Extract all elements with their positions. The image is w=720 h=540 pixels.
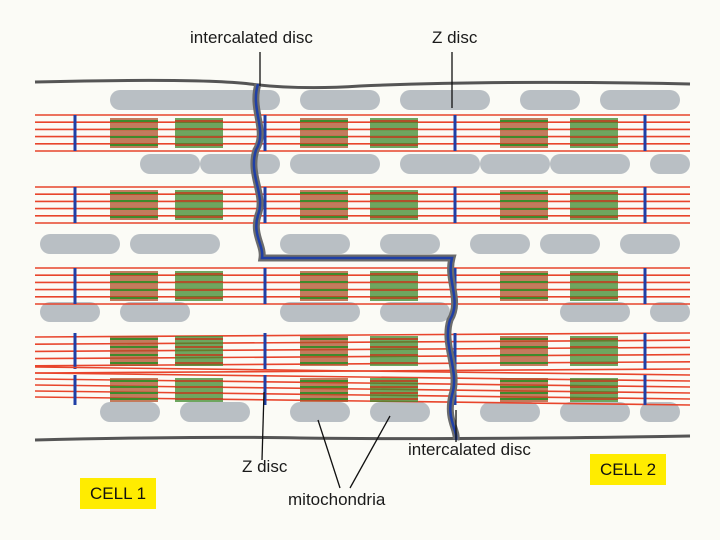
myosin-band [300,118,348,148]
label-cell-1: CELL 1 [80,478,156,509]
mitochondrion [100,402,160,422]
mitochondrion [280,234,350,254]
mitochondrion [300,90,380,110]
myosin-band [500,118,548,148]
mitochondrion [130,234,220,254]
myosin-band [570,271,618,301]
mitochondrion [600,90,680,110]
mitochondrion [290,154,380,174]
mitochondrion [560,402,630,422]
mitochondrion [480,402,540,422]
leader-mitochondria-left [318,420,340,488]
myofibril [35,333,690,373]
myosin-band [370,118,418,148]
mitochondrion [380,302,450,322]
sarcolemma-bottom [35,436,690,440]
myosin-band [175,336,223,366]
mitochondrion [560,302,630,322]
mitochondrion [280,302,360,322]
mitochondrion [200,154,280,174]
label-cell-2: CELL 2 [590,454,666,485]
label-intercalated-disc-top: intercalated disc [190,28,313,48]
mitochondrion [520,90,580,110]
myosin-band [175,190,223,220]
myosin-band [300,336,348,366]
sarcolemma-top [35,80,690,87]
mitochondrion [370,402,430,422]
myosin-band [370,271,418,301]
myosin-band [300,271,348,301]
mitochondrion [650,302,690,322]
mitochondrion [550,154,630,174]
label-mitochondria: mitochondria [288,490,385,510]
myofibril [35,115,690,151]
myosin-band [500,336,548,366]
mitochondrion [120,302,190,322]
mitochondrion [180,402,250,422]
myosin-band [570,336,618,366]
mitochondrion [540,234,600,254]
myosin-band [500,190,548,220]
myosin-band [570,118,618,148]
myosin-band [110,271,158,301]
myosin-band [110,336,158,366]
myofibril [35,268,690,304]
myosin-band [570,190,618,220]
myosin-band [370,336,418,366]
myosin-band [500,271,548,301]
myosin-band [110,118,158,148]
leader-z-disc-bottom [262,392,264,460]
label-z-disc-bottom: Z disc [242,457,287,477]
myosin-band [300,190,348,220]
mitochondrion [650,154,690,174]
mitochondrion [480,154,550,174]
label-z-disc-top: Z disc [432,28,477,48]
mitochondrion [40,234,120,254]
myofibril [35,187,690,223]
mitochondrion [140,154,200,174]
mitochondrion [380,234,440,254]
myosin-band [175,118,223,148]
mitochondrion [400,90,490,110]
mitochondrion [400,154,480,174]
mitochondrion [620,234,680,254]
myosin-band [110,190,158,220]
label-intercalated-disc-bottom: intercalated disc [408,440,531,460]
leader-mitochondria-right [350,416,390,488]
myosin-band [370,190,418,220]
mitochondrion [40,302,100,322]
mitochondrion [290,402,350,422]
myosin-band [175,271,223,301]
mitochondrion [470,234,530,254]
